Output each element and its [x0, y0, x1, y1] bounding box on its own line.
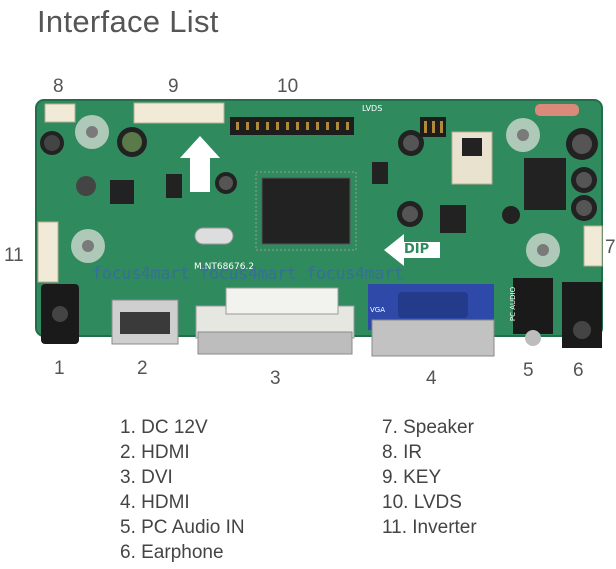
callout-11: 11 [4, 245, 24, 266]
legend-item: 3. DVI [120, 467, 173, 488]
lvds-silk-label: LVDS [362, 104, 383, 113]
dip-arrow [384, 234, 440, 266]
ir-connector [44, 103, 76, 123]
legend-item: 4. HDMI [120, 492, 190, 513]
lvds-connector [230, 117, 354, 135]
callout-7: 7 [605, 237, 616, 258]
callout-8: 8 [53, 76, 64, 97]
smd-arrow [180, 136, 220, 192]
callout-6: 6 [573, 360, 584, 381]
callout-1: 1 [54, 358, 65, 379]
smd-label: SMD [194, 151, 209, 183]
chip [524, 158, 566, 210]
callout-5: 5 [523, 360, 534, 381]
legend-item: 10. LVDS [382, 492, 462, 513]
legend-item: 1. DC 12V [120, 417, 208, 438]
legend-item: 11. Inverter [382, 517, 477, 538]
callout-4: 4 [426, 368, 437, 389]
callout-3: 3 [270, 368, 281, 389]
legend-item: 9. KEY [382, 467, 442, 488]
legend-right: 7. Speaker 8. IR 9. KEY 10. LVDS 11. Inv… [382, 415, 477, 540]
vga-silk-label: VGA [370, 306, 386, 314]
key-connector [133, 102, 225, 124]
legend-item: 7. Speaker [382, 417, 474, 438]
page-title: Interface List [37, 4, 219, 39]
dip-label: DIP [404, 242, 430, 257]
legend-item: 6. Earphone [120, 542, 224, 563]
chip [440, 205, 466, 233]
inverter-connector [37, 221, 59, 283]
main-chip [261, 177, 351, 245]
model-label: M.NT68676.2 [194, 262, 255, 272]
speaker-connector [583, 225, 603, 267]
callout-2: 2 [137, 358, 148, 379]
watermark: focus4mart focus4mart focus4mart [92, 264, 404, 284]
legend-left: 1. DC 12V 2. HDMI 3. DVI 4. HDMI 5. PC A… [120, 415, 245, 565]
callout-10: 10 [277, 76, 299, 97]
pc-audio-silk-label: PC AUDIO [509, 286, 518, 322]
pc-audio-jack [513, 278, 553, 334]
legend-item: 5. PC Audio IN [120, 517, 245, 538]
legend-item: 8. IR [382, 442, 423, 463]
callout-9: 9 [168, 76, 179, 97]
legend-item: 2. HDMI [120, 442, 190, 463]
